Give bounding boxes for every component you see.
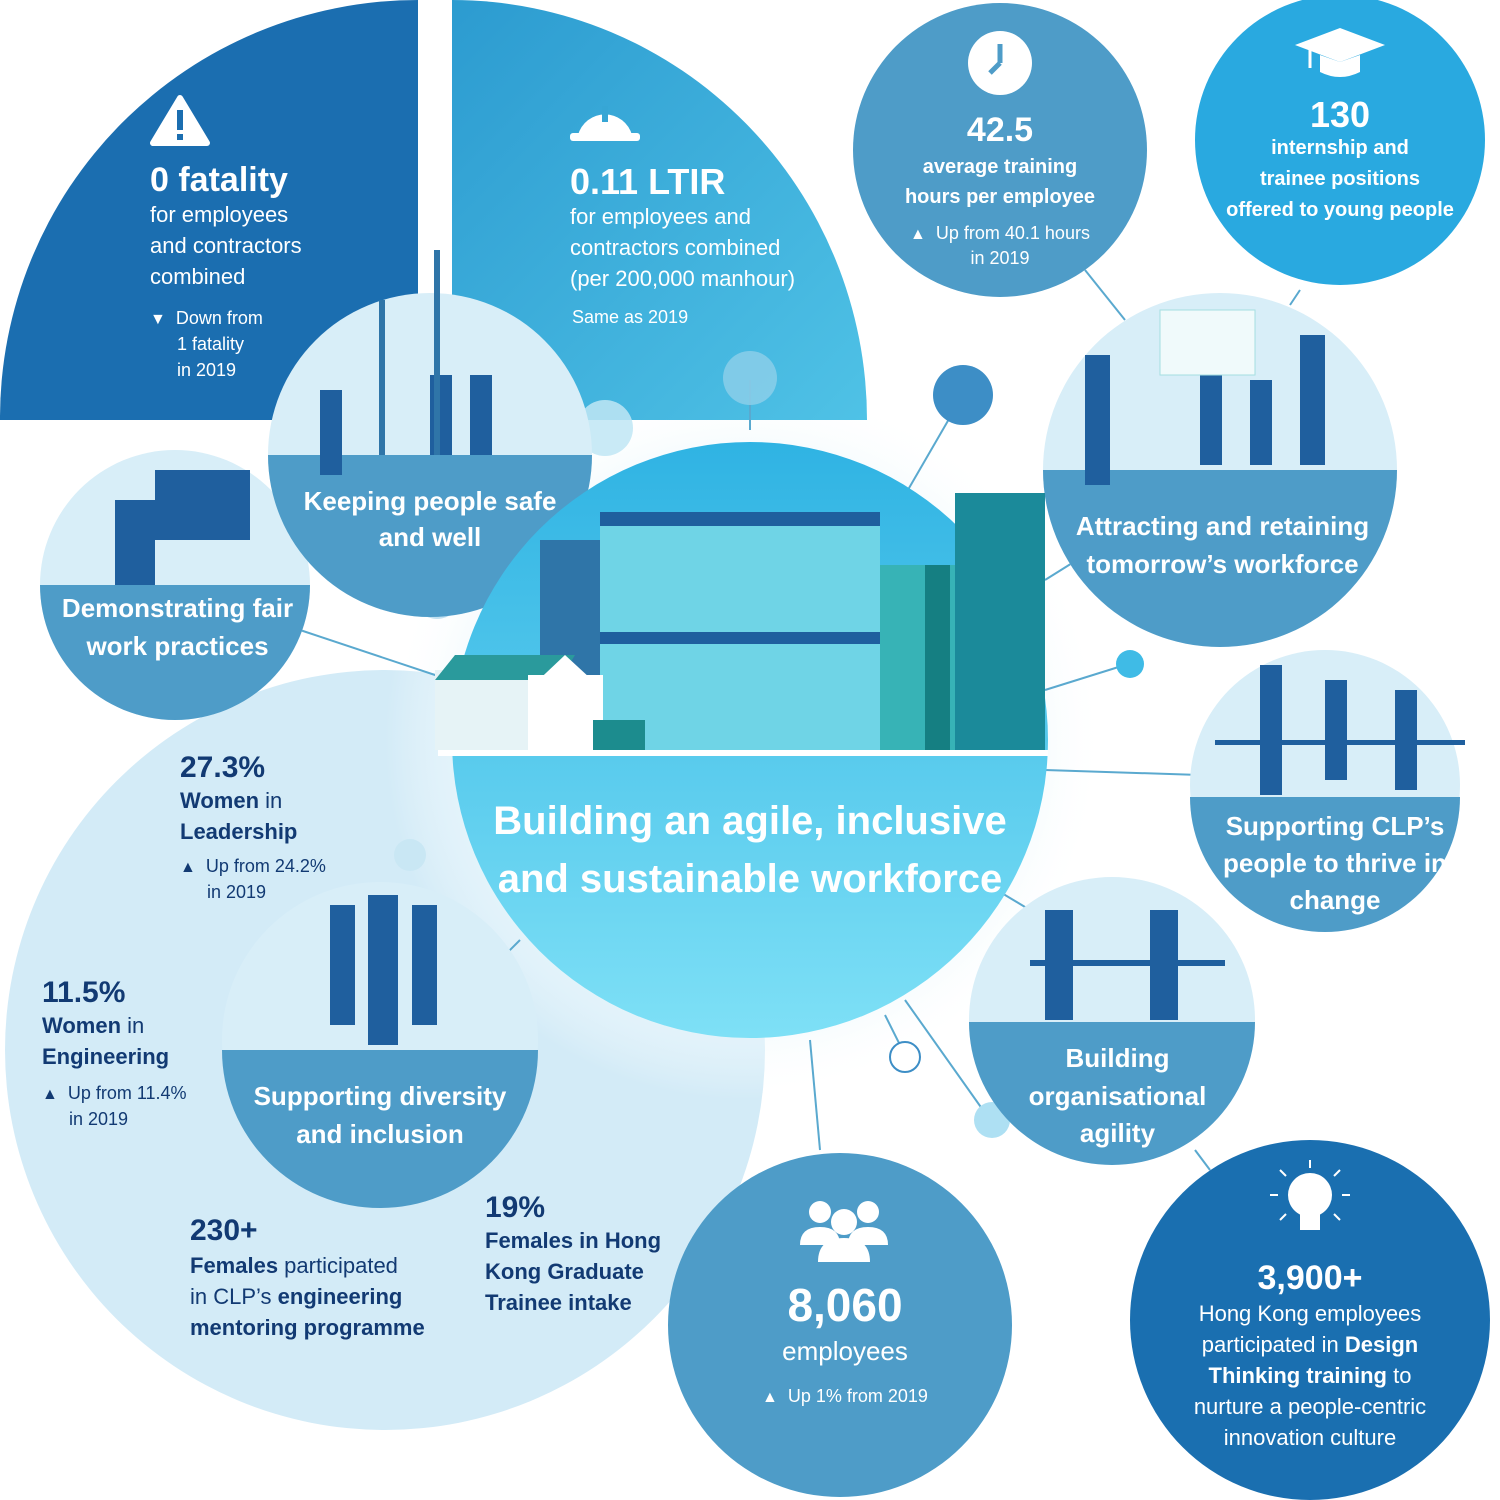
women-leadership-change-line: in 2019	[207, 882, 267, 902]
thrive-circle-base	[1190, 797, 1460, 932]
training-change: ▲Up from 40.1 hours	[910, 223, 1090, 243]
design-value: 3,900+	[1257, 1259, 1363, 1297]
clock-icon	[968, 31, 1032, 95]
design-line: Hong Kong employees	[1198, 1301, 1422, 1326]
theme-attract-label: Attracting and retaining tomorrow’s work…	[1075, 511, 1370, 579]
graduation-cap-icon	[1295, 28, 1385, 77]
down-triangle-icon: ▼	[150, 311, 166, 328]
mentoring-line: Females participated	[190, 1253, 398, 1278]
graduate-value: 19%	[485, 1191, 546, 1224]
up-triangle-icon: ▲	[762, 1389, 778, 1406]
training-change-line: in 2019	[970, 248, 1030, 268]
hard-hat-icon	[570, 106, 640, 141]
training-desc-line: average training	[922, 156, 1078, 178]
training-circle	[853, 3, 1147, 297]
graduate-line: Trainee intake	[485, 1290, 632, 1315]
design-line: innovation culture	[1223, 1425, 1397, 1450]
women-leadership-change: ▲Up from 24.2%	[180, 856, 326, 876]
decor-dot	[933, 365, 993, 425]
fatality-change: ▼Down from	[150, 308, 263, 328]
up-triangle-icon: ▲	[910, 226, 926, 243]
fatality-quarter	[0, 0, 418, 420]
theme-fair-label: Demonstrating fair work practices	[61, 593, 294, 661]
design-line: Thinking training to	[1208, 1363, 1412, 1388]
diversity-circle-base	[222, 1050, 538, 1208]
ltir-desc-line: (per 200,000 manhour)	[570, 266, 796, 291]
headline: Building an agile, inclusive and sustain…	[493, 799, 1007, 901]
design-line: participated in Design	[1201, 1332, 1419, 1357]
internship-desc-line: trainee positions	[1259, 168, 1421, 190]
up-triangle-icon: ▲	[180, 859, 196, 876]
training-value: 42.5	[966, 111, 1034, 149]
employees-value: 8,060	[787, 1279, 903, 1331]
ltir-desc-line: contractors combined	[570, 235, 781, 260]
theme-thrive-label: Supporting CLP’s people to thrive in cha…	[1223, 811, 1447, 915]
wind-turbines	[379, 250, 440, 455]
fatality-value: 0 fatality	[150, 161, 288, 199]
graduate-line: Females in Hong	[485, 1228, 662, 1253]
training-desc-line: hours per employee	[904, 186, 1096, 208]
ltir-quarter	[452, 0, 867, 420]
employees-circle	[668, 1153, 1012, 1497]
women-leadership-value: 27.3%	[180, 751, 266, 784]
women-engineering-value: 11.5%	[42, 976, 126, 1009]
decor-dot	[889, 1041, 921, 1073]
up-triangle-icon: ▲	[42, 1086, 58, 1103]
people-group-icon	[800, 1201, 888, 1262]
design-line: nurture a people-centric	[1193, 1394, 1427, 1419]
internship-circle	[1195, 0, 1485, 285]
design-circle	[1130, 1140, 1490, 1500]
women-leadership-label: Leadership	[180, 819, 298, 844]
lightbulb-icon	[1270, 1160, 1350, 1230]
women-engineering-change: ▲Up from 11.4%	[42, 1083, 187, 1103]
internship-value: 130	[1309, 94, 1371, 135]
women-engineering-label: Engineering	[42, 1044, 170, 1069]
whiteboard	[1159, 309, 1256, 376]
ltir-value: 0.11 LTIR	[570, 161, 726, 202]
employees-change: ▲Up 1% from 2019	[762, 1386, 928, 1406]
fair-circle-base	[40, 585, 310, 720]
internship-desc-line: offered to young people	[1226, 199, 1454, 221]
employees-label: employees	[782, 1336, 908, 1366]
agility-circle-base	[969, 1022, 1255, 1165]
theme-safe-label: Keeping people safe and well	[303, 486, 557, 553]
women-leadership-label: Women in	[180, 788, 283, 813]
decor-dot	[723, 351, 777, 405]
decor-dot	[1116, 650, 1144, 678]
women-engineering-change-line: in 2019	[69, 1109, 129, 1129]
fatality-change-line: 1 fatality	[177, 334, 245, 354]
attract-circle-base	[1043, 470, 1397, 647]
fatality-desc-line: and contractors	[150, 233, 302, 258]
warning-icon	[150, 95, 210, 146]
desk	[1030, 960, 1225, 966]
ltir-desc-line: for employees and	[570, 204, 751, 229]
decor-dot	[394, 839, 426, 871]
theme-agility-label: Building organisational agility	[1028, 1043, 1207, 1149]
theme-diversity-label: Supporting diversity and inclusion	[253, 1081, 507, 1149]
internship-desc-line: internship and	[1271, 137, 1409, 159]
desk	[1215, 740, 1465, 745]
fatality-desc-line: combined	[150, 264, 246, 289]
office-building-illustration	[435, 493, 1048, 756]
video-call-monitor	[155, 470, 250, 540]
mentoring-value: 230+	[190, 1214, 258, 1247]
ltir-change: Same as 2019	[572, 307, 689, 327]
graduate-line: Kong Graduate	[485, 1259, 644, 1284]
fatality-desc-line: for employees	[150, 202, 289, 227]
fatality-change-line: in 2019	[177, 360, 237, 380]
women-engineering-label: Women in	[42, 1013, 145, 1038]
mentoring-line: mentoring programme	[190, 1315, 425, 1340]
mentoring-line: in CLP’s engineering	[190, 1284, 403, 1309]
